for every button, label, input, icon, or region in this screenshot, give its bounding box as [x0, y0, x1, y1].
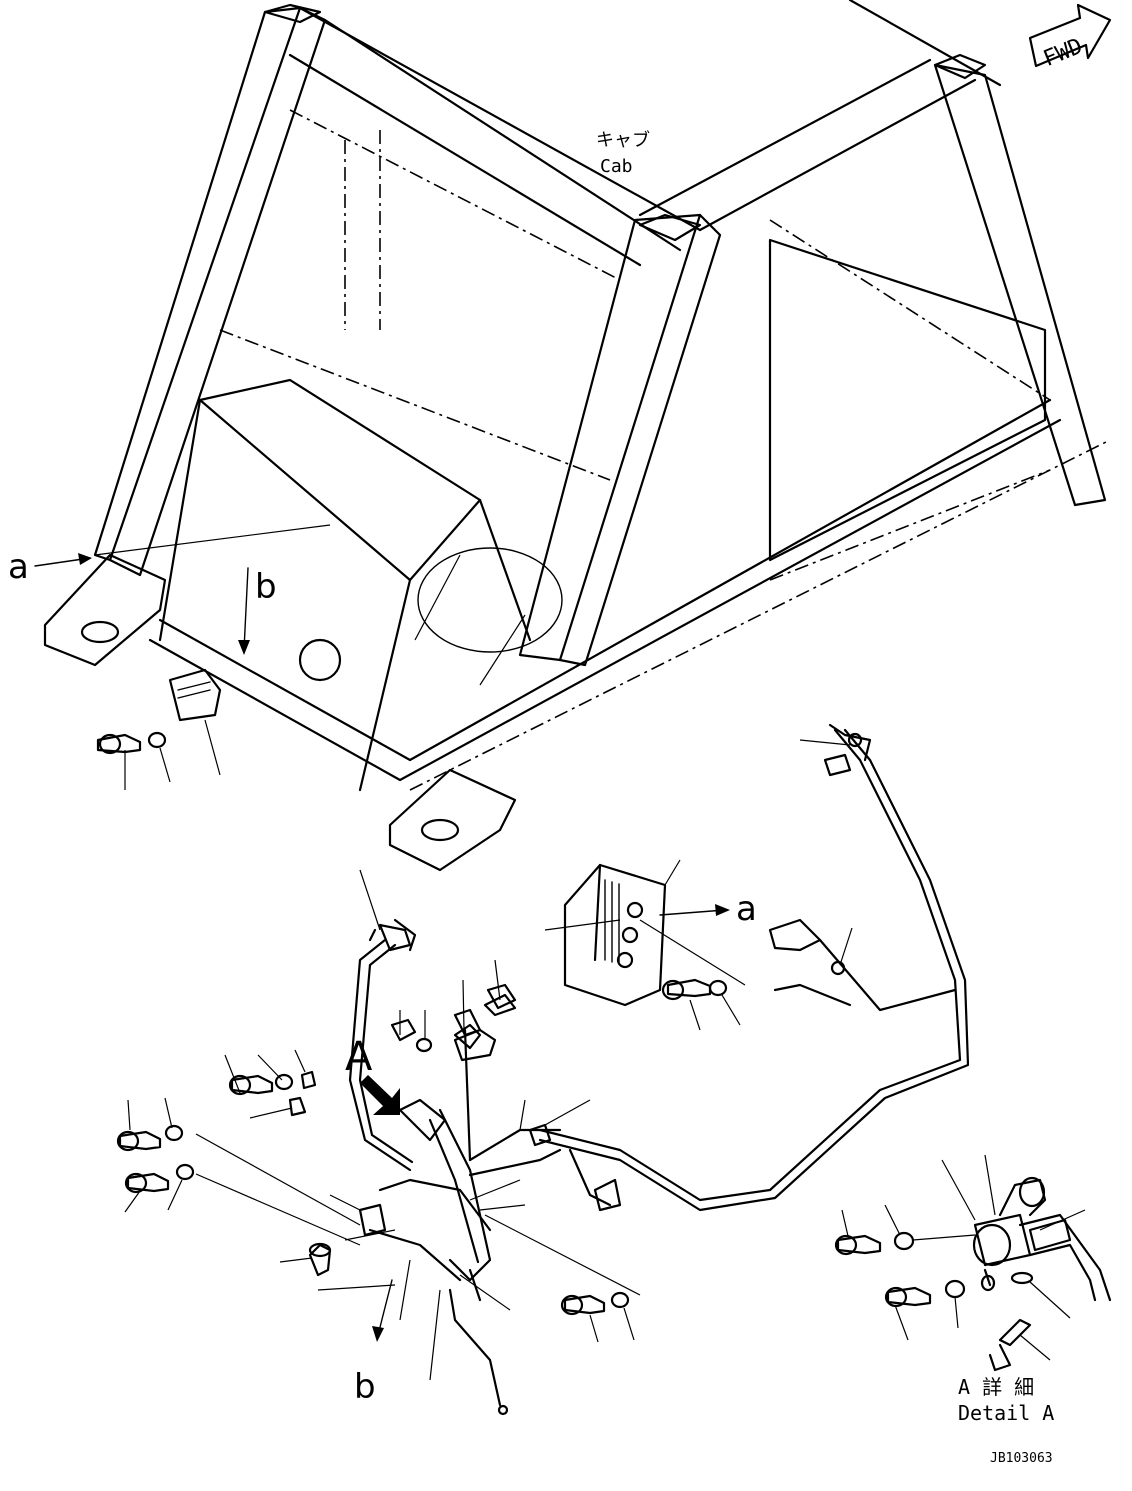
bolt-upper	[96, 731, 167, 755]
cab-label-en: Cab	[600, 156, 633, 177]
detail-a-label-en: Detail A	[958, 1401, 1054, 1425]
fwd-label: FWD	[1040, 34, 1086, 72]
cab-label-jp: キャブ	[596, 129, 650, 151]
relay-upper	[168, 668, 222, 722]
controller-box	[563, 863, 667, 1007]
ref-a-upper: a	[8, 547, 29, 587]
fwd-arrow-icon: FWD	[1028, 3, 1112, 72]
detail-a-callout: A	[345, 1034, 373, 1080]
harness-main	[348, 923, 622, 1416]
detail-a-label-jp: A 詳 細	[958, 1375, 1034, 1399]
ref-b-lower: b	[354, 1367, 376, 1407]
detail-a-arrow-icon	[360, 1075, 400, 1115]
ref-a-lower: a	[736, 889, 757, 929]
detail-a-assembly	[834, 1176, 1112, 1372]
ref-b-upper: b	[255, 567, 277, 607]
drawing-code: JB103063	[990, 1451, 1053, 1466]
harness-right	[538, 723, 970, 1212]
cab-frame	[43, 0, 1111, 872]
bolt-group-left	[116, 993, 517, 1277]
